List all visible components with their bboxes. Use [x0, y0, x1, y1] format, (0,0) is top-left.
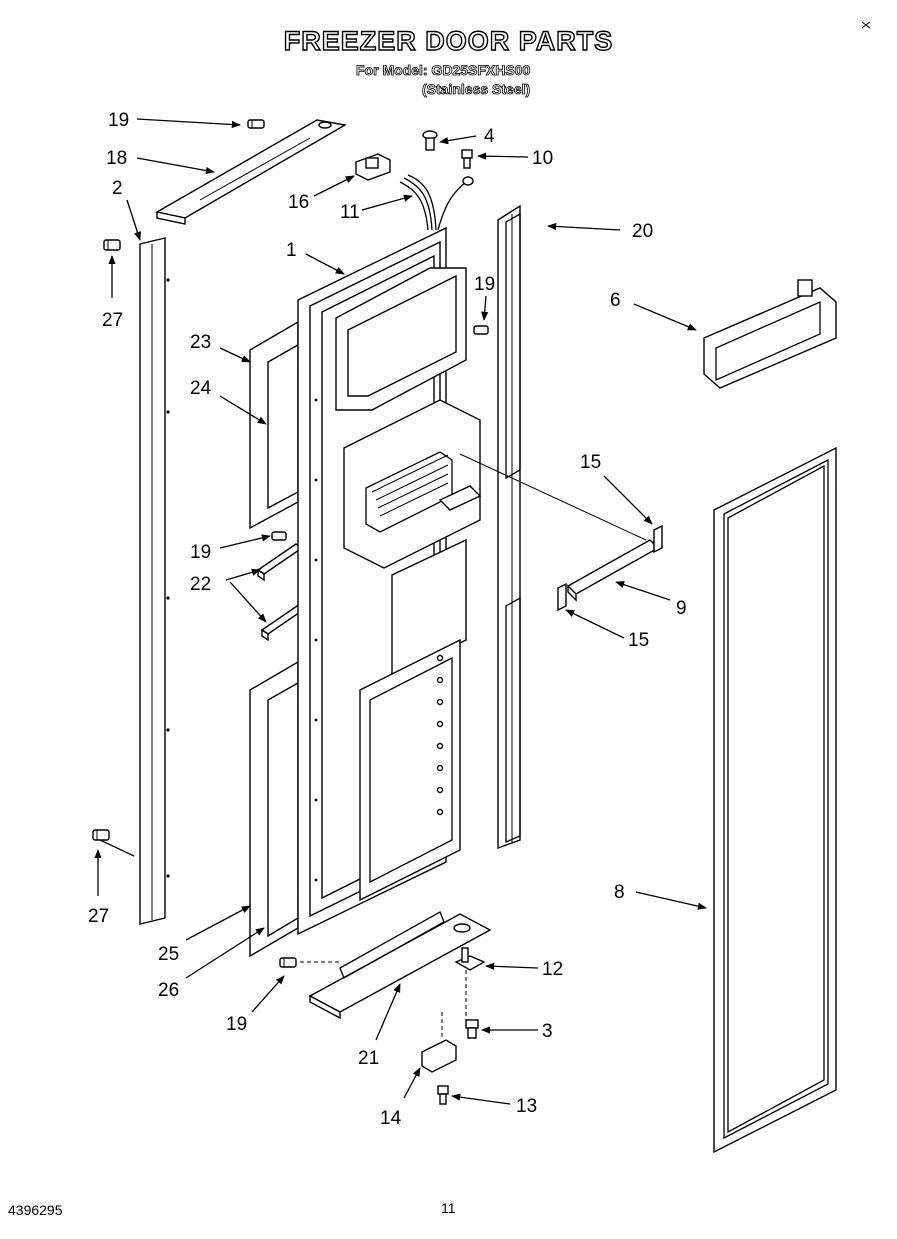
part-13-screw — [437, 1085, 449, 1105]
part-27-screw-bottom — [92, 829, 110, 841]
part-19-screw-mid — [271, 531, 287, 541]
part-19-screw-bottom — [279, 957, 297, 968]
callout-25: 25 — [158, 944, 179, 965]
callout-22: 22 — [190, 574, 211, 595]
part-19-screw-right — [473, 325, 489, 335]
assembly-lines — [300, 961, 467, 1040]
callout-4: 4 — [484, 126, 495, 147]
callout-8: 8 — [614, 882, 625, 903]
document-number: 4396295 — [8, 1202, 63, 1218]
part-6-handle — [703, 279, 837, 389]
corner-mark — [861, 21, 871, 29]
callout-26: 26 — [158, 980, 179, 1001]
callout-19: 19 — [474, 274, 495, 295]
part-25-lower-panel — [249, 660, 299, 958]
part-8-gasket — [713, 446, 837, 1154]
part-9-rail — [459, 453, 660, 602]
part-12-hinge-pin — [454, 947, 486, 971]
callout-19: 19 — [226, 1014, 247, 1035]
leader-lines — [94, 118, 707, 1105]
part-21-bottom-trim — [308, 911, 492, 1020]
part-18-top-trim — [155, 119, 348, 225]
callout-3: 3 — [542, 1021, 553, 1042]
page-title: FREEZER DOOR PARTS — [283, 25, 614, 56]
callout-2: 2 — [112, 178, 123, 199]
callout-27: 27 — [102, 310, 123, 331]
callout-27: 27 — [88, 906, 109, 927]
callout-13: 13 — [516, 1096, 537, 1117]
part-15-end-caps — [557, 524, 663, 612]
callout-19: 19 — [108, 110, 129, 131]
callout-15: 15 — [580, 452, 601, 473]
callout-1: 1 — [286, 240, 297, 261]
callout-19: 19 — [190, 542, 211, 563]
part-1-door-liner — [297, 226, 482, 936]
callout-12: 12 — [542, 959, 563, 980]
callout-20: 20 — [632, 221, 653, 242]
callout-labels: 19 18 2 27 16 4 10 11 1 20 19 6 23 24 15… — [88, 110, 687, 1129]
part-16-connector — [355, 153, 391, 181]
callout-24: 24 — [190, 378, 212, 399]
part-11-wire-harness — [399, 174, 474, 231]
part-27-screw-top — [103, 239, 121, 251]
part-10-screw — [461, 149, 473, 169]
callout-9: 9 — [676, 598, 687, 619]
callout-15: 15 — [628, 630, 649, 651]
part-4-plug — [422, 130, 438, 151]
part-19-screw-top — [247, 119, 265, 129]
callout-14: 14 — [380, 1108, 402, 1129]
callout-6: 6 — [610, 290, 621, 311]
part-20-right-channel — [497, 204, 521, 849]
callout-23: 23 — [190, 332, 211, 353]
callout-16: 16 — [288, 192, 309, 213]
part-2-left-trim — [139, 237, 170, 925]
callout-11: 11 — [340, 202, 360, 223]
finish-line: (Stainless Steel) — [422, 81, 531, 98]
callout-18: 18 — [106, 148, 127, 169]
model-line: For Model: GD25SFXHS00 — [356, 62, 531, 79]
part-23-upper-panel — [249, 320, 299, 530]
page-number: 11 — [441, 1200, 456, 1216]
part-3-screw — [465, 1019, 479, 1039]
callout-10: 10 — [532, 148, 553, 169]
callout-21: 21 — [358, 1048, 379, 1069]
part-14-hinge-block — [421, 1039, 457, 1073]
